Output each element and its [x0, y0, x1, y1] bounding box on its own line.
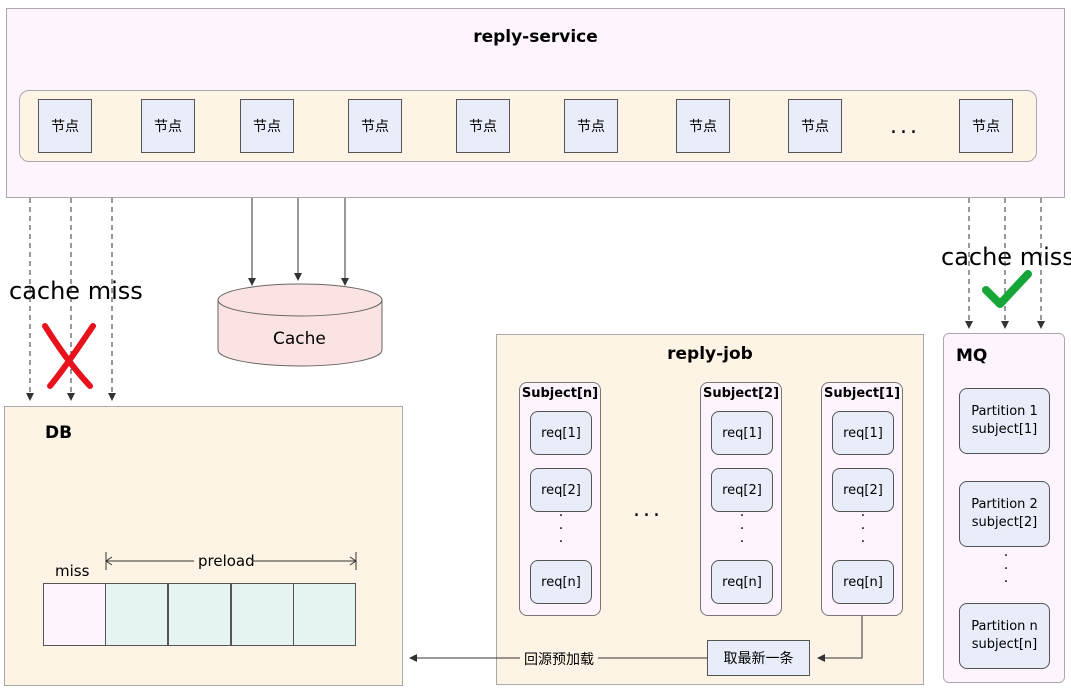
preload-cell: [168, 583, 231, 646]
vertical-ellipsis: ···: [860, 508, 866, 550]
miss-label: miss: [55, 562, 90, 580]
partition-name: Partition 1: [971, 404, 1038, 419]
partition-box: Partition 1 subject[1]: [959, 388, 1050, 454]
service-node: 节点: [676, 99, 730, 153]
left-cache-miss-label: cache miss: [9, 277, 143, 305]
vertical-ellipsis: ···: [739, 508, 745, 550]
mq-title: MQ: [956, 346, 988, 366]
subject-ellipsis: ...: [633, 497, 663, 522]
service-node: 节点: [38, 99, 92, 153]
partition-name: Partition n: [971, 619, 1038, 634]
preload-cell: [105, 583, 168, 646]
cache-request-arrows: [248, 198, 349, 286]
preload-cell: [293, 583, 356, 646]
preload-bracket: [105, 552, 357, 570]
cache-label: Cache: [273, 329, 326, 349]
cache-cylinder: [217, 283, 383, 367]
fetch-latest-box: 取最新一条: [707, 640, 810, 676]
right-cache-miss-label: cache miss: [941, 243, 1071, 271]
partition-subject: subject[2]: [971, 515, 1038, 530]
service-node: 节点: [141, 99, 195, 153]
reply-service-title: reply-service: [473, 27, 598, 47]
req-box: req[n]: [711, 560, 773, 604]
req-box: req[1]: [832, 411, 894, 455]
service-node: 节点: [564, 99, 618, 153]
fetch-arrow: [817, 616, 863, 662]
cross-icon: [42, 323, 96, 389]
service-node: 节点: [240, 99, 294, 153]
subject-label: Subject[n]: [521, 386, 599, 401]
vertical-ellipsis: ···: [1003, 548, 1009, 590]
req-box: req[2]: [530, 468, 592, 512]
check-icon: [982, 270, 1032, 308]
partition-subject: subject[1]: [971, 422, 1038, 437]
partition-box: Partition 2 subject[2]: [959, 481, 1050, 547]
partition-box: Partition n subject[n]: [959, 603, 1050, 669]
req-box: req[2]: [711, 468, 773, 512]
req-box: req[1]: [530, 411, 592, 455]
req-box: req[n]: [530, 560, 592, 604]
subject-label: Subject[2]: [702, 386, 780, 401]
mq-request-arrows: [965, 198, 1045, 329]
req-box: req[1]: [711, 411, 773, 455]
subject-label: Subject[1]: [823, 386, 901, 401]
db-title: DB: [45, 423, 73, 443]
service-node: 节点: [456, 99, 510, 153]
req-box: req[2]: [832, 468, 894, 512]
backfill-preload-label: 回源预加载: [522, 649, 596, 669]
partition-name: Partition 2: [971, 497, 1038, 512]
preload-label: preload: [196, 552, 257, 570]
service-node: 节点: [959, 99, 1013, 153]
node-ellipsis: ...: [890, 114, 920, 139]
service-node: 节点: [348, 99, 402, 153]
db-request-arrows: [26, 198, 116, 401]
vertical-ellipsis: ···: [558, 508, 564, 550]
reply-job-title: reply-job: [667, 344, 753, 364]
partition-subject: subject[n]: [971, 637, 1038, 652]
miss-cell: [43, 583, 106, 646]
req-box: req[n]: [832, 560, 894, 604]
service-node: 节点: [788, 99, 842, 153]
